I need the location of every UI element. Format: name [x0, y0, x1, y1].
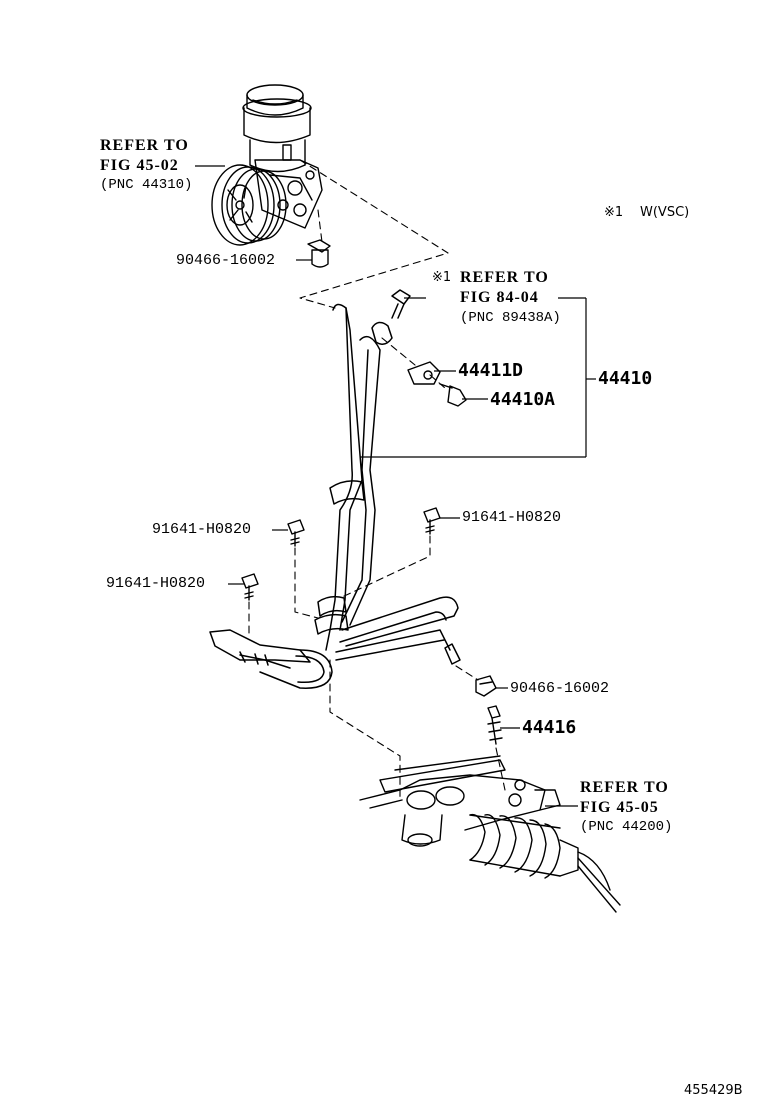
- steering-gear: [359, 755, 621, 913]
- pump-ref-line3: (PNC 44310): [100, 177, 193, 193]
- rack-ref-line3: (PNC 44200): [580, 819, 673, 835]
- part-44411d: 44411D: [458, 360, 524, 381]
- part-44416: 44416: [522, 717, 577, 738]
- rack-ref-line1: REFER TO: [580, 779, 669, 796]
- union-44416: [487, 705, 503, 745]
- power-steering-pump: [211, 84, 323, 246]
- hose-assembly: [209, 289, 461, 689]
- part-91641-left: 91641-H0820: [152, 521, 252, 538]
- hose-ref-line2: FIG 84-04: [460, 289, 539, 306]
- part-91641-lower: 91641-H0820: [106, 575, 206, 592]
- bolt-44410a: [439, 383, 467, 407]
- hose-ref-mark: ※1: [432, 270, 452, 285]
- hose-ref-line1: REFER TO: [460, 269, 549, 286]
- bolt-91641-right: [423, 507, 441, 535]
- legend-text: W(VSC): [640, 205, 690, 220]
- diagram-id: 455429B: [684, 1083, 743, 1098]
- hose-clip-top: [307, 239, 331, 268]
- bolt-91641-lower: [241, 573, 259, 601]
- part-91641-right: 91641-H0820: [462, 509, 562, 526]
- rack-ref-line2: FIG 45-05: [580, 799, 659, 816]
- part-44410a: 44410A: [490, 389, 556, 410]
- part-44410: 44410: [598, 368, 653, 389]
- clamp-44411d: [407, 361, 441, 385]
- part-90466-bottom: 90466-16002: [510, 680, 610, 697]
- part-90466-top: 90466-16002: [176, 252, 276, 269]
- pump-ref-line2: FIG 45-02: [100, 157, 179, 174]
- bolt-91641-left: [287, 519, 305, 547]
- pump-ref-line1: REFER TO: [100, 137, 189, 154]
- hose-clip-bottom: [475, 675, 497, 697]
- legend-mark: ※1: [604, 205, 624, 220]
- hose-ref-line3: (PNC 89438A): [460, 310, 561, 326]
